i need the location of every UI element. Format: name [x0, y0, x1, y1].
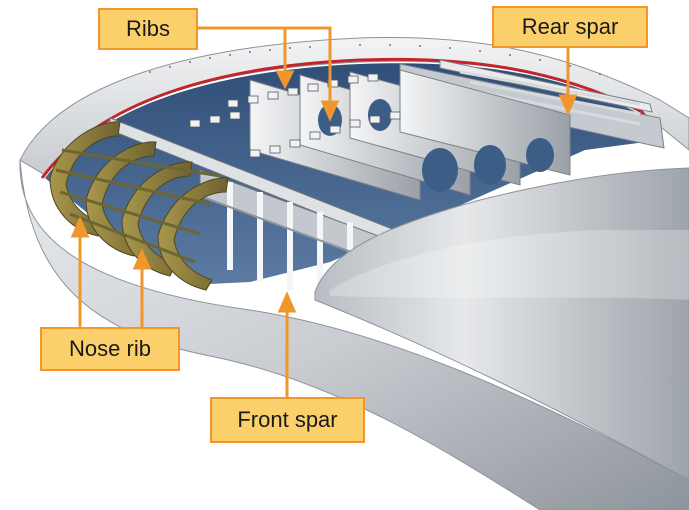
nose-rib-arrowhead	[70, 216, 90, 238]
ribs-arrowhead	[320, 100, 340, 122]
outboard-wing-skin	[314, 167, 689, 481]
nose-rib-arrowhead-2	[132, 248, 152, 270]
nose-rib-label: Nose rib	[40, 327, 180, 371]
front-spar-label: Front spar	[210, 397, 365, 443]
nose-stringers	[55, 148, 221, 264]
stringers	[459, 70, 641, 126]
ribs-label: Ribs	[98, 8, 198, 50]
front-spar-arrowhead	[277, 291, 297, 313]
rear-spar-label: Rear spar	[492, 6, 648, 48]
leader-lines	[70, 26, 578, 397]
rear-spar-arrowhead	[558, 94, 578, 116]
ribs-arrowhead-2	[275, 70, 295, 90]
ribs	[249, 69, 571, 201]
ribs-leader	[198, 26, 332, 108]
rib-clips	[189, 73, 401, 158]
outboard-wing-highlight	[330, 230, 689, 300]
